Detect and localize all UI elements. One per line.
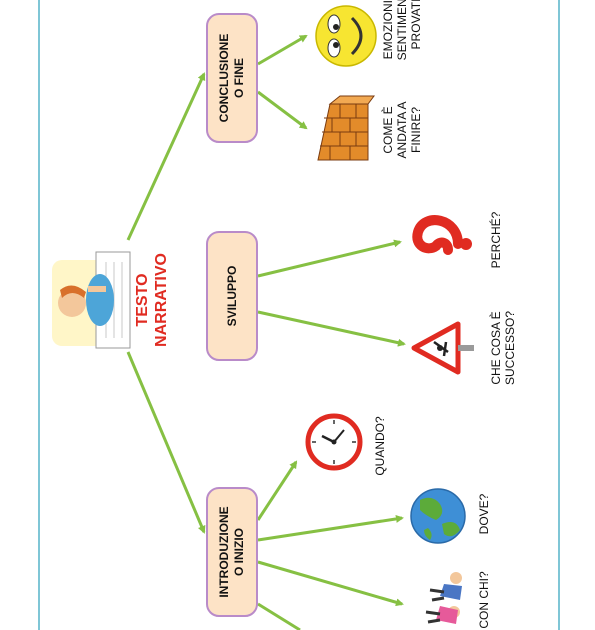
label-chi: CON CHI? (477, 571, 491, 629)
box-conclusione: CONCLUSIONE O FINE (206, 13, 258, 143)
people-icon (425, 572, 462, 624)
title-line-2: NARRATIVO (153, 253, 170, 347)
box-conclusione-line-1: CONCLUSIONE (217, 34, 231, 123)
label-come-line-2: ANDATA A (395, 102, 409, 159)
clock-icon (305, 413, 363, 471)
globe-icon (410, 488, 466, 544)
label-dove: DOVE? (477, 493, 491, 534)
box-sviluppo-label: SVILUPPO (225, 266, 239, 327)
box-sviluppo: SVILUPPO (206, 231, 258, 361)
right-frame-line (558, 0, 560, 630)
label-come-line-3: FINIRE? (409, 107, 423, 153)
connector-arrows (126, 34, 406, 630)
box-introduzione-line-1: INTRODUZIONE (217, 506, 231, 597)
writer-boy-icon (52, 251, 131, 349)
brick-wall-icon (317, 95, 375, 161)
box-introduzione: INTRODUZIONE O INIZIO (206, 487, 258, 617)
warning-sign-icon (411, 321, 474, 375)
label-emozioni-line-3: PROVATI (409, 0, 423, 49)
left-frame-line (38, 0, 40, 630)
label-emozioni-line-2: SENTIMENTI (395, 0, 409, 60)
box-introduzione-line-2: O INIZIO (232, 528, 246, 576)
question-mark-icon (412, 215, 472, 255)
label-quando: QUANDO? (373, 416, 387, 476)
title-line-1: TESTO (134, 273, 151, 326)
smiley-icon (315, 5, 377, 67)
label-che-cosa-line-2: SUCCESSO? (503, 311, 517, 385)
label-emozioni-line-1: EMOZIONI E (381, 0, 395, 59)
label-come-line-1: COME È (380, 106, 395, 153)
label-che-cosa-line-1: CHE COSA È (488, 311, 503, 384)
label-perche: PERCHÉ? (488, 211, 503, 268)
box-conclusione-line-2: O FINE (232, 58, 246, 98)
